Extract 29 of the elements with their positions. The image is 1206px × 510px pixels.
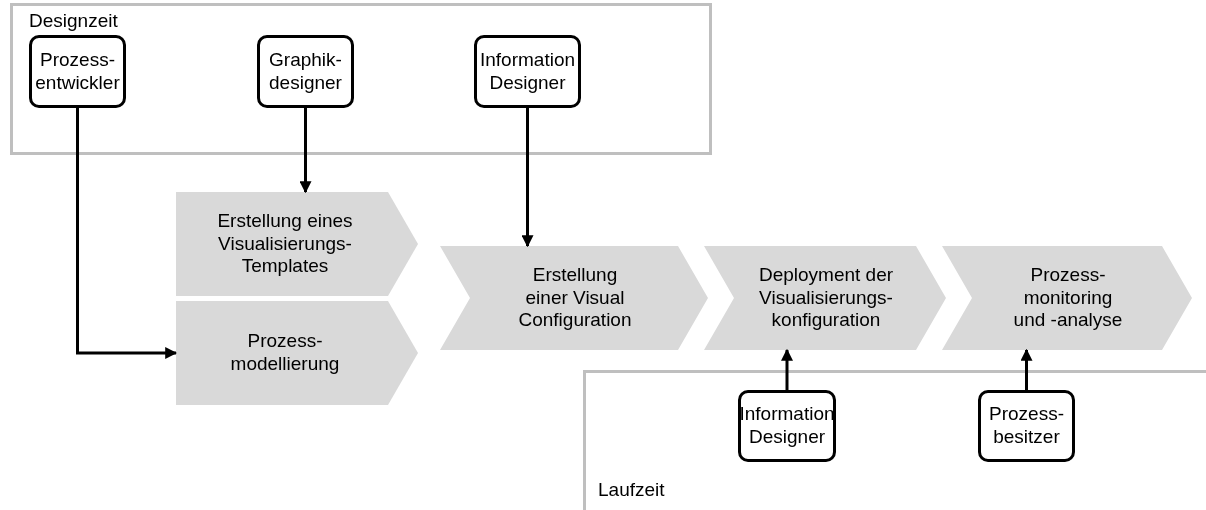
arrow (781, 348, 793, 390)
process-step-banner (176, 192, 418, 296)
role-label: Information Designer (739, 403, 835, 449)
role-label: Prozess- besitzer (988, 403, 1065, 449)
role-box (738, 390, 836, 462)
frame-label: Laufzeit (598, 479, 665, 501)
step-label: Prozess- modellierung (229, 330, 341, 376)
arrow (76, 108, 178, 359)
role-label: Graphik- designer (268, 48, 343, 95)
arrow (299, 108, 312, 194)
arrow (1020, 348, 1033, 390)
process-step-banner (440, 246, 708, 350)
process-step-banner (942, 246, 1192, 350)
role-box (257, 35, 354, 108)
role-box (978, 390, 1075, 462)
step-label: Deployment der Visualisierungs- konfiguration (757, 263, 895, 333)
role-label: Information Designer (478, 48, 576, 95)
step-label: Erstellung einer Visual Configuration (517, 263, 633, 333)
arrow (521, 108, 534, 248)
step-label: Erstellung eines Visualisierungs- Templates (216, 209, 354, 279)
runtime-frame (583, 370, 1206, 510)
role-box (474, 35, 581, 108)
step-label: Prozess- monitoring und -analyse (1012, 263, 1124, 333)
frame-label: Designzeit (29, 10, 118, 32)
designtime-frame (10, 3, 712, 155)
role-box (29, 35, 126, 108)
process-step-banner (704, 246, 946, 350)
role-label: Prozess- entwickler (34, 48, 121, 95)
process-step-banner (176, 301, 418, 405)
